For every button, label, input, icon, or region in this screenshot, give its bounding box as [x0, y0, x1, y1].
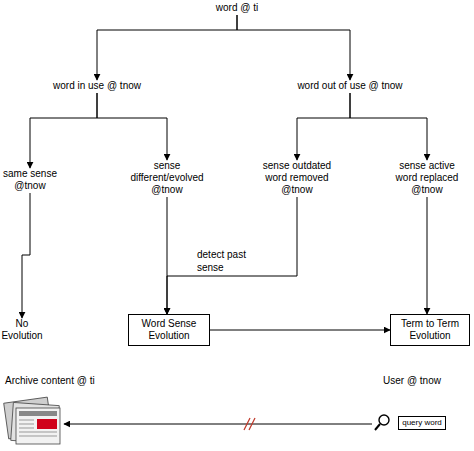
section-label: User @ tnow — [383, 374, 441, 387]
flow-connector — [210, 330, 390, 331]
process-box: Word Sense Evolution — [128, 314, 210, 346]
flow-connector — [297, 93, 350, 160]
query-arrow — [64, 424, 372, 425]
node-text: word @ ti — [192, 2, 282, 14]
flow-connector — [97, 15, 237, 80]
flow-connector — [167, 197, 297, 314]
node-text: sense active word replaced @tnow — [389, 160, 465, 196]
flow-connector — [350, 93, 427, 160]
outcome-term: No Evolution — [0, 318, 47, 342]
flow-connector — [22, 193, 30, 318]
node-text: No Evolution — [0, 318, 47, 342]
newspaper-illustration — [4, 397, 60, 444]
magnifier-icon — [375, 415, 389, 430]
section-label: Archive content @ ti — [5, 374, 95, 387]
flow-connector — [427, 197, 428, 314]
break-mark — [244, 418, 255, 430]
node-text: sense different/evolved @tnow — [123, 160, 211, 196]
node-text: word in use @ tnow — [32, 80, 162, 92]
node-text: same sense @tnow — [1, 168, 59, 192]
case-term: sense active word replaced @tnow — [389, 160, 465, 196]
branch-term: word out of use @ tnow — [275, 80, 425, 92]
node-text: sense outdated word removed @tnow — [258, 160, 336, 196]
case-term: sense outdated word removed @tnow — [258, 160, 336, 196]
flow-connector — [97, 93, 167, 160]
node-text: word out of use @ tnow — [275, 80, 425, 92]
edge-label: detect past sense — [197, 248, 261, 274]
node-text: Term to Term Evolution — [391, 318, 469, 342]
process-box: Term to Term Evolution — [390, 314, 470, 346]
branch-term: word in use @ tnow — [32, 80, 162, 92]
flow-connector — [237, 15, 350, 80]
node-text: query word — [402, 418, 442, 428]
flow-connector — [167, 197, 168, 314]
query-box: query word — [398, 416, 446, 430]
flow-connector — [30, 93, 97, 168]
root-term: word @ ti — [192, 2, 282, 14]
node-text: Word Sense Evolution — [129, 318, 209, 342]
case-term: same sense @tnow — [1, 168, 59, 192]
case-term: sense different/evolved @tnow — [123, 160, 211, 196]
